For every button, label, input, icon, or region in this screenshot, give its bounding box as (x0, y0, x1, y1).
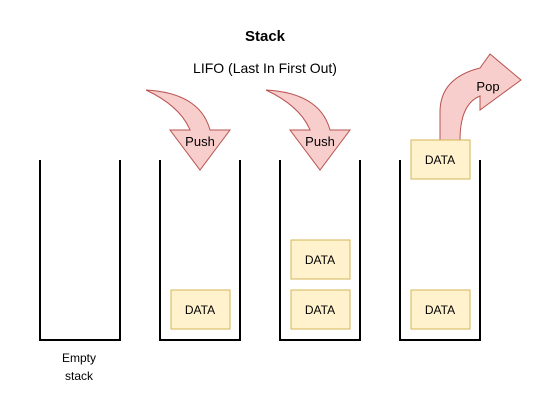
popped-data-item: DATA (410, 139, 471, 180)
stack-push-2: Push DATA DATA (265, 89, 361, 341)
svg-text:DATA: DATA (425, 303, 455, 317)
stack-push-1: Push DATA (145, 89, 241, 341)
stack-pop: Pop DATA DATA (399, 53, 522, 341)
push-arrow-label: Push (185, 134, 215, 149)
svg-text:DATA: DATA (305, 303, 335, 317)
stack-container (159, 160, 241, 341)
stack-caption-line1: Empty (62, 351, 96, 365)
stack-empty: Empty stack (39, 160, 121, 383)
push-arrow (145, 89, 231, 171)
stack-caption-line2: stack (65, 369, 94, 383)
diagram-subtitle: LIFO (Last In First Out) (193, 60, 337, 76)
data-item: DATA (290, 239, 351, 280)
push-arrow (265, 89, 351, 171)
pop-arrow-label: Pop (476, 79, 499, 94)
data-item: DATA (410, 289, 471, 330)
data-item: DATA (170, 289, 231, 330)
diagram-title: Stack (245, 28, 286, 45)
svg-text:DATA: DATA (185, 303, 215, 317)
stack-container (279, 160, 361, 341)
push-arrow-label: Push (305, 134, 335, 149)
data-item: DATA (290, 289, 351, 330)
svg-text:DATA: DATA (425, 153, 455, 167)
svg-text:DATA: DATA (305, 253, 335, 267)
stack-container (399, 160, 481, 341)
stack-container (39, 160, 121, 341)
pop-arrow (439, 53, 522, 141)
